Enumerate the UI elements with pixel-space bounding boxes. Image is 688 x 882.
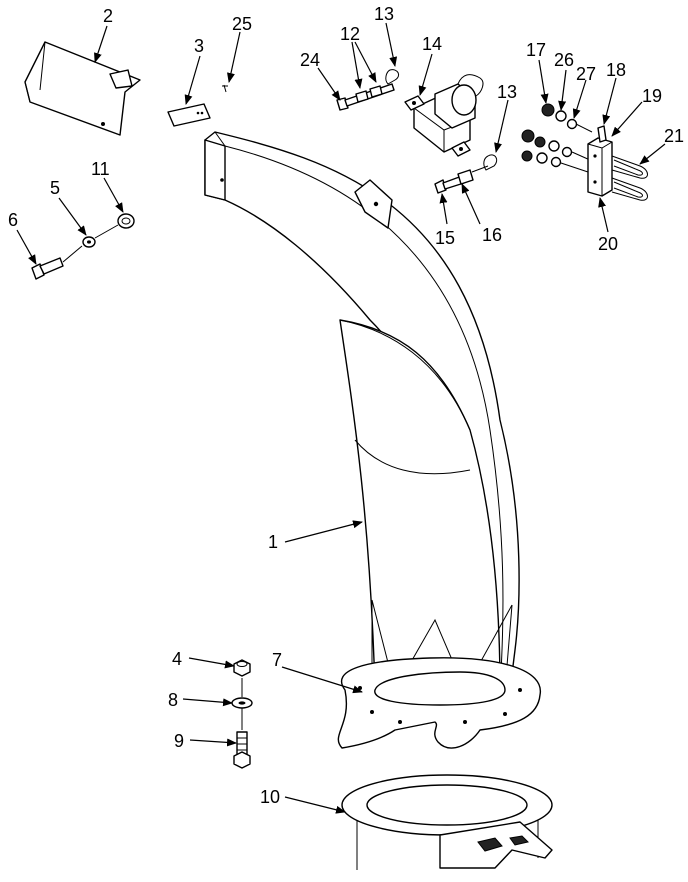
spacers-part-12 [355, 85, 383, 103]
callout-9: 9 [174, 731, 184, 751]
clip-part-13a [385, 69, 400, 85]
callout-14: 14 [422, 34, 442, 54]
callout-13a: 13 [374, 4, 394, 24]
callout-25: 25 [232, 14, 252, 34]
nuts-part-17 [521, 103, 555, 162]
callout-15: 15 [435, 228, 455, 248]
callout-24: 24 [300, 50, 320, 70]
callout-27: 27 [576, 64, 596, 84]
bolt-part-6 [31, 245, 83, 280]
callout-20: 20 [598, 234, 618, 254]
callout-13b: 13 [497, 82, 517, 102]
deflector-part-2 [24, 41, 141, 136]
callout-19: 19 [642, 86, 662, 106]
chute-base-flange [337, 657, 541, 749]
callout-2: 2 [103, 6, 113, 26]
chute-ring-part-10 [341, 774, 553, 870]
washers-part-26 [536, 110, 567, 164]
spacer-part-16 [457, 165, 489, 185]
bolt-part-9 [233, 731, 251, 769]
callout-18: 18 [606, 60, 626, 80]
washer-part-5 [82, 224, 119, 248]
actuator-part-14 [404, 74, 484, 157]
callout-12: 12 [340, 24, 360, 44]
callout-8: 8 [168, 690, 178, 710]
callout-17: 17 [526, 40, 546, 60]
callout-7: 7 [272, 650, 282, 670]
nut-part-11 [117, 213, 135, 229]
discharge-chute-part-1 [204, 131, 520, 692]
washers-part-27 [550, 118, 593, 173]
callout-labels: 1 2 3 4 5 6 7 8 9 10 11 12 13 13 14 15 1… [8, 4, 684, 807]
leader-lines [16, 22, 666, 814]
washer-part-8 [231, 697, 253, 730]
callout-26: 26 [554, 50, 574, 70]
callout-11: 11 [91, 159, 110, 179]
callout-16: 16 [482, 225, 502, 245]
callout-4: 4 [172, 649, 182, 669]
pin-part-18 [597, 125, 607, 143]
nut-part-4 [233, 659, 251, 697]
clip-part-13b [483, 154, 498, 171]
label-part-3 [167, 103, 211, 127]
callout-6: 6 [8, 210, 18, 230]
block-part-20 [587, 137, 613, 197]
u-bolts-part-21 [611, 155, 648, 201]
callout-5: 5 [50, 178, 60, 198]
callout-10: 10 [260, 787, 280, 807]
rivet-part-25 [222, 84, 228, 93]
callout-1: 1 [268, 532, 278, 552]
callout-21: 21 [664, 126, 684, 146]
callout-3: 3 [194, 36, 204, 56]
